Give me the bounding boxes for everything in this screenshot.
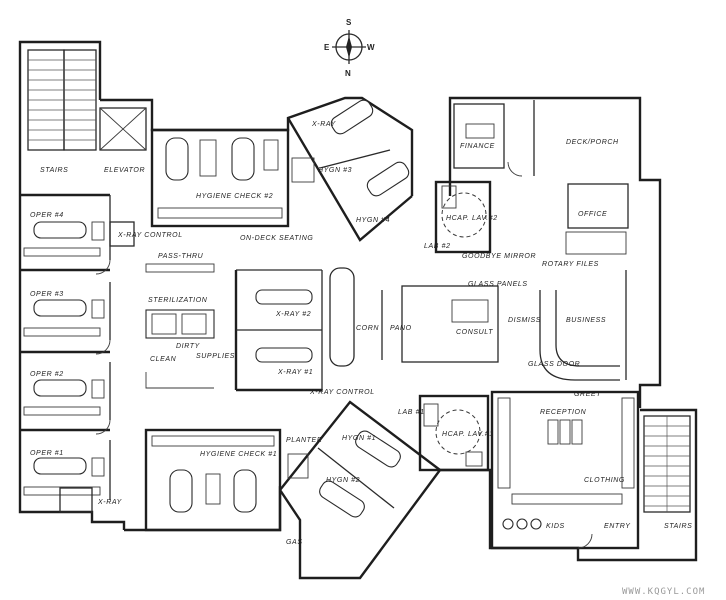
- lab1-lav1: HCAP. LAV.#1 LAB #1: [398, 394, 494, 472]
- xray-bottom: X-RAY: [59, 487, 123, 513]
- label-gas: GAS: [286, 539, 303, 546]
- label-greet: GREET: [574, 391, 601, 398]
- label-xray1: X-RAY #1: [277, 369, 313, 376]
- label-finance: FINANCE: [460, 143, 495, 150]
- elevator: ELEVATOR: [99, 107, 147, 174]
- sterilization: PASS-THRU STERILIZATION DIRTY CLEAN SUPP…: [145, 253, 235, 389]
- label-pano: PANO: [390, 325, 412, 332]
- label-clean: CLEAN: [150, 356, 177, 363]
- consult: CONSULT GLASS PANELS DISMISS: [401, 281, 541, 363]
- label-xray2: X-RAY #2: [275, 311, 311, 318]
- label-glass-door: GLASS DOOR: [528, 361, 580, 368]
- label-xray-bottom: X-RAY: [97, 499, 123, 506]
- watermark: WWW.KQGYL.COM: [622, 587, 705, 597]
- label-hygn4: HYGN #4: [356, 217, 390, 224]
- xray-rooms: X-RAY #2 X-RAY #1 X-RAY CONTROL: [234, 269, 375, 396]
- label-clothing: CLOTHING: [584, 477, 625, 484]
- label-entry: ENTRY: [604, 523, 631, 530]
- label-oper2: OPER #2: [30, 371, 64, 378]
- label-lab1: LAB #1: [398, 409, 425, 416]
- label-hygn2: HYGN #2: [326, 477, 360, 484]
- finance: FINANCE: [453, 100, 535, 176]
- compass-s: S: [346, 18, 352, 27]
- label-oper3: OPER #3: [30, 291, 64, 298]
- label-dirty: DIRTY: [176, 343, 201, 350]
- label-hygn1: HYGN #1: [342, 435, 376, 442]
- corridor-core: CORN PANO: [329, 267, 412, 367]
- label-oper1: OPER #1: [30, 450, 64, 457]
- hygiene-check-1: HYGIENE CHECK #1: [144, 428, 282, 532]
- hygn-3-4: X-RAY HYGN #3 HYGN #4: [286, 99, 413, 242]
- door-swings: [95, 161, 593, 549]
- stairs-bottom: STAIRS: [643, 415, 692, 530]
- label-corn: CORN: [356, 325, 379, 332]
- label-stairs-bottom: STAIRS: [664, 523, 692, 530]
- deck-porch: DECK/PORCH OFFICE ROTARY FILES: [542, 139, 629, 268]
- label-hcap-lav1: HCAP. LAV.#1: [442, 431, 494, 438]
- label-consult: CONSULT: [456, 329, 493, 336]
- label-elevator: ELEVATOR: [104, 167, 145, 174]
- compass-n: N: [345, 69, 351, 78]
- label-sterilization: STERILIZATION: [148, 297, 208, 304]
- label-deck-porch: DECK/PORCH: [566, 139, 619, 146]
- label-stairs-top: STAIRS: [40, 167, 68, 174]
- label-kids: KIDS: [546, 523, 565, 530]
- label-lab2: LAB #2: [424, 243, 451, 250]
- label-office: OFFICE: [578, 211, 607, 218]
- xray-control-top: X-RAY CONTROL: [109, 221, 183, 247]
- label-oper4: OPER #4: [30, 212, 64, 219]
- compass-e: E: [324, 43, 330, 52]
- label-hcap-lav2: HCAP. LAV.#2: [446, 215, 498, 222]
- stairs-top: STAIRS: [27, 49, 97, 174]
- label-supplies: SUPPLIES: [196, 353, 235, 360]
- label-reception: RECEPTION: [540, 409, 587, 416]
- label-planter: PLANTER: [286, 437, 323, 444]
- compass-icon: S E W N: [324, 18, 375, 78]
- business: BUSINESS GLASS DOOR GREET: [528, 270, 627, 398]
- lab2-lav2: HCAP. LAV.#2 LAB #2 GOODBYE MIRROR: [424, 180, 536, 260]
- label-hygn3: HYGN #3: [318, 167, 352, 174]
- label-business: BUSINESS: [566, 317, 606, 324]
- label-goodbye-mirror: GOODBYE MIRROR: [462, 253, 536, 260]
- hygiene-check-2: HYGIENE CHECK #2 ON-DECK SEATING: [150, 128, 313, 242]
- reception: RECEPTION CLOTHING KIDS ENTRY: [490, 390, 640, 550]
- label-hygiene-check1: HYGIENE CHECK #1: [200, 451, 277, 458]
- label-hygiene-check2: HYGIENE CHECK #2: [196, 193, 273, 200]
- label-xray-top: X-RAY: [311, 121, 337, 128]
- compass-w: W: [367, 43, 375, 52]
- label-pass-thru: PASS-THRU: [158, 253, 204, 260]
- label-on-deck-seating: ON-DECK SEATING: [240, 235, 313, 242]
- label-glass-panels: GLASS PANELS: [468, 281, 528, 288]
- label-xray-control-top: X-RAY CONTROL: [117, 232, 183, 239]
- operatories: OPER #4 OPER #3 OPER #2 OPER #1: [20, 193, 111, 500]
- hygn-1-2: PLANTER HYGN #1 HYGN #2 GAS: [279, 400, 441, 546]
- label-dismiss: DISMISS: [508, 317, 541, 324]
- label-rotary-files: ROTARY FILES: [542, 261, 599, 268]
- label-xray-control-mid: X-RAY CONTROL: [309, 389, 375, 396]
